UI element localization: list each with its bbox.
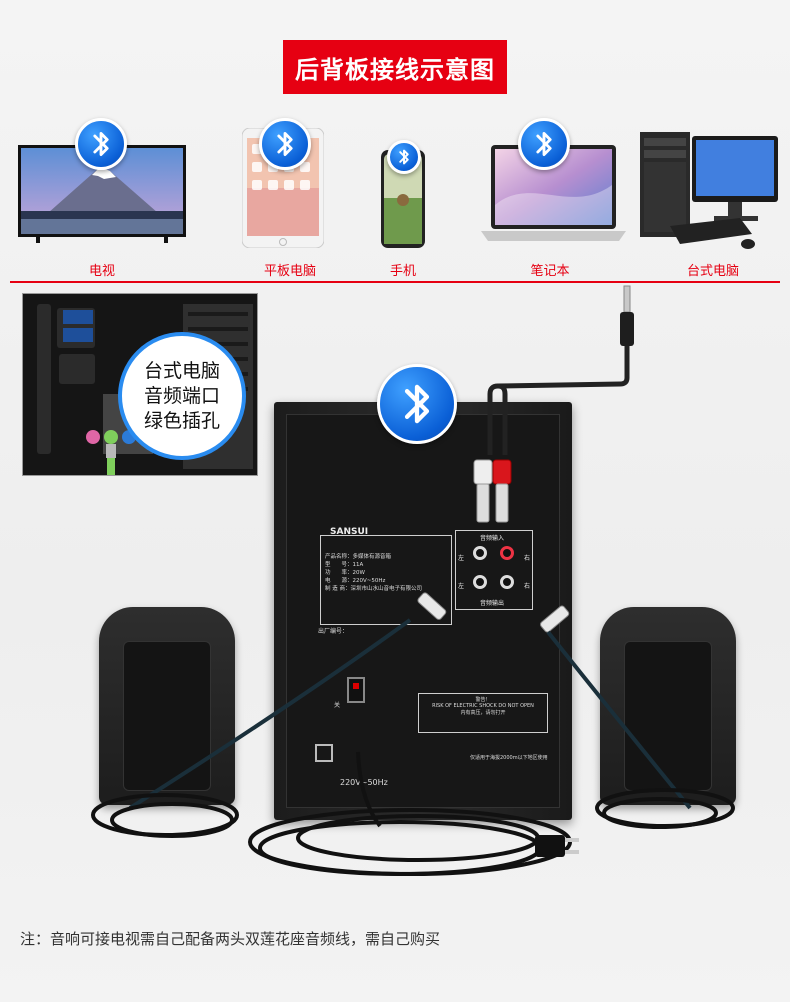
voltage-label: 220V~50Hz	[340, 778, 388, 787]
right-label: 右	[523, 583, 530, 590]
power-off-label: 关	[334, 702, 341, 709]
power-switch[interactable]	[347, 677, 365, 703]
device-label-desktop: 台式电脑	[686, 264, 739, 279]
altitude-note: 仅适用于海拔2000m以下地区使用	[470, 755, 548, 761]
device-label-laptop: 笔记本	[530, 264, 570, 279]
warning-chinese: 内有高压，请勿打开	[460, 710, 506, 716]
footnote: 注：音响可接电视需自己配备两头双莲花座音频线，需自己购买	[20, 930, 441, 948]
laptop-image	[481, 145, 626, 245]
warning-english: RISK OF ELECTRIC SHOCK DO NOT OPEN	[432, 703, 534, 709]
bluetooth-icon	[75, 118, 127, 170]
callout-line-1: 台式电脑	[143, 359, 220, 382]
spec-label: 产品名称：多媒体有源音箱 型 号：11A 功 率：20W 电 源：220V~50…	[320, 535, 452, 625]
power-socket[interactable]	[315, 744, 333, 762]
bluetooth-icon	[387, 140, 421, 174]
divider-line	[10, 281, 780, 283]
audio-in-left-jack[interactable]	[473, 546, 487, 560]
spec-line: 产品名称：多媒体有源音箱	[325, 554, 392, 560]
serial-label: 出厂编号：	[318, 628, 349, 635]
left-label: 左	[458, 583, 465, 590]
device-label-phone: 手机	[389, 264, 416, 279]
page-title: 后背板接线示意图	[283, 40, 507, 94]
bluetooth-icon	[259, 118, 311, 170]
brand-logo: SANSUI	[330, 527, 369, 537]
spec-line: 功 率：20W	[325, 570, 365, 576]
bluetooth-icon	[518, 118, 570, 170]
callout-line-2: 音频端口	[143, 384, 220, 407]
right-label: 右	[523, 555, 530, 562]
callout-line-3: 绿色插孔	[143, 409, 220, 432]
audio-io-panel: 音频输入 左 右 左 右 音频输出	[455, 530, 533, 610]
audio-out-label: 音频输出	[480, 600, 505, 607]
device-label-tablet: 平板电脑	[263, 264, 316, 279]
warning-title: 警告！	[475, 697, 491, 703]
audio-out-left-jack[interactable]	[473, 575, 487, 589]
audio-out-right-jack[interactable]	[500, 575, 514, 589]
audio-port-callout: 台式电脑 音频端口 绿色插孔	[118, 332, 246, 460]
phone-image	[381, 150, 425, 248]
device-label-tv: 电视	[88, 264, 115, 279]
spec-line: 型 号：11A	[325, 562, 364, 568]
spec-line: 电 源：220V~50Hz	[325, 578, 386, 584]
bluetooth-icon	[377, 364, 457, 444]
desktop-pc-image	[640, 122, 780, 254]
left-label: 左	[458, 555, 465, 562]
spec-line: 制 造 商：深圳市山水山音电子有限公司	[325, 586, 422, 592]
audio-in-right-jack[interactable]	[500, 546, 514, 560]
warning-label: 警告！ RISK OF ELECTRIC SHOCK DO NOT OPEN 内…	[418, 693, 548, 733]
right-satellite-speaker	[600, 607, 736, 805]
audio-in-label: 音频输入	[480, 535, 505, 542]
